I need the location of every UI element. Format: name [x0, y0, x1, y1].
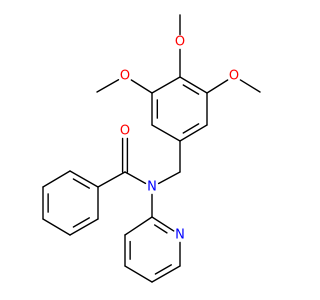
- double-bond-outer: [69, 170, 99, 188]
- nitrogen-atom-label: N: [147, 180, 157, 195]
- double-bond-inner: [153, 224, 168, 234]
- double-bond-outer: [151, 265, 181, 283]
- single-bond: [151, 76, 181, 94]
- double-bond-outer: [179, 124, 208, 142]
- single-bond: [97, 171, 126, 188]
- double-bond-inner: [154, 264, 172, 275]
- double-bond-inner: [72, 217, 90, 228]
- nitrogen-atom-label: N: [175, 228, 185, 243]
- double-bond-outer: [69, 218, 99, 236]
- oxygen-atom-label: O: [229, 69, 239, 84]
- double-bond-outer: [179, 76, 208, 94]
- single-bond: [206, 79, 229, 94]
- oxygen-atom-label: O: [120, 69, 130, 84]
- single-bond: [124, 265, 153, 283]
- single-bond: [157, 171, 181, 185]
- single-bond: [42, 218, 71, 236]
- single-bond: [42, 170, 71, 188]
- double-bond-inner: [72, 178, 90, 189]
- single-bond: [96, 79, 120, 93]
- single-bond: [124, 216, 153, 236]
- atom-labels: O O O O N N: [120, 35, 239, 243]
- oxygen-atom-label: O: [175, 35, 185, 50]
- oxygen-atom-label: O: [120, 124, 130, 139]
- single-bond: [239, 79, 261, 93]
- single-bond: [124, 171, 147, 185]
- single-bond: [151, 124, 181, 142]
- double-bond-inner: [182, 84, 200, 95]
- double-bond-inner: [182, 123, 200, 134]
- double-bond-outer: [151, 216, 175, 232]
- molecule-diagram: O O O O N N: [42, 14, 261, 283]
- bonds: [42, 14, 261, 283]
- single-bond: [130, 79, 153, 94]
